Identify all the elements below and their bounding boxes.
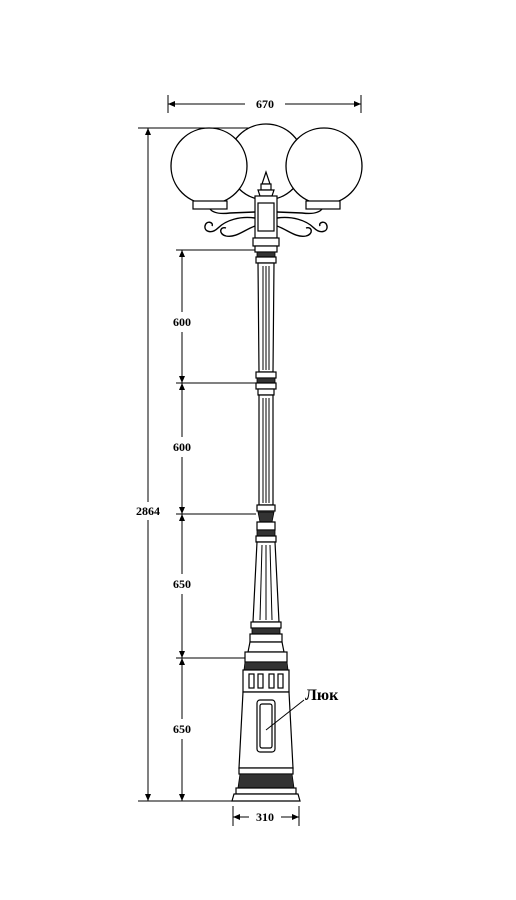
segment-1-label: 600 bbox=[173, 315, 191, 329]
lamp-globes bbox=[170, 123, 363, 210]
segment-4-label: 650 bbox=[173, 722, 191, 736]
scroll-arms bbox=[204, 208, 328, 238]
segment-2-label: 600 bbox=[173, 440, 191, 454]
lamp-head bbox=[252, 170, 280, 247]
lamp-base bbox=[231, 651, 301, 802]
total-height-dimension: 2864 bbox=[136, 127, 262, 802]
hatch-callout: Люк bbox=[265, 687, 339, 731]
base-width-label: 310 bbox=[256, 810, 274, 824]
segment-3-label: 650 bbox=[173, 577, 191, 591]
segment-dimensions: 600 600 650 650 bbox=[173, 249, 258, 801]
left-globe bbox=[170, 127, 248, 205]
right-globe bbox=[285, 127, 363, 205]
upper-shaft bbox=[254, 245, 278, 543]
top-width-dimension: 670 bbox=[167, 95, 362, 113]
top-width-label: 670 bbox=[256, 97, 274, 111]
hatch-label: Люк bbox=[305, 687, 339, 704]
lower-shaft bbox=[247, 541, 285, 653]
base-width-dimension: 310 bbox=[232, 806, 300, 826]
total-height-label: 2864 bbox=[136, 504, 160, 518]
